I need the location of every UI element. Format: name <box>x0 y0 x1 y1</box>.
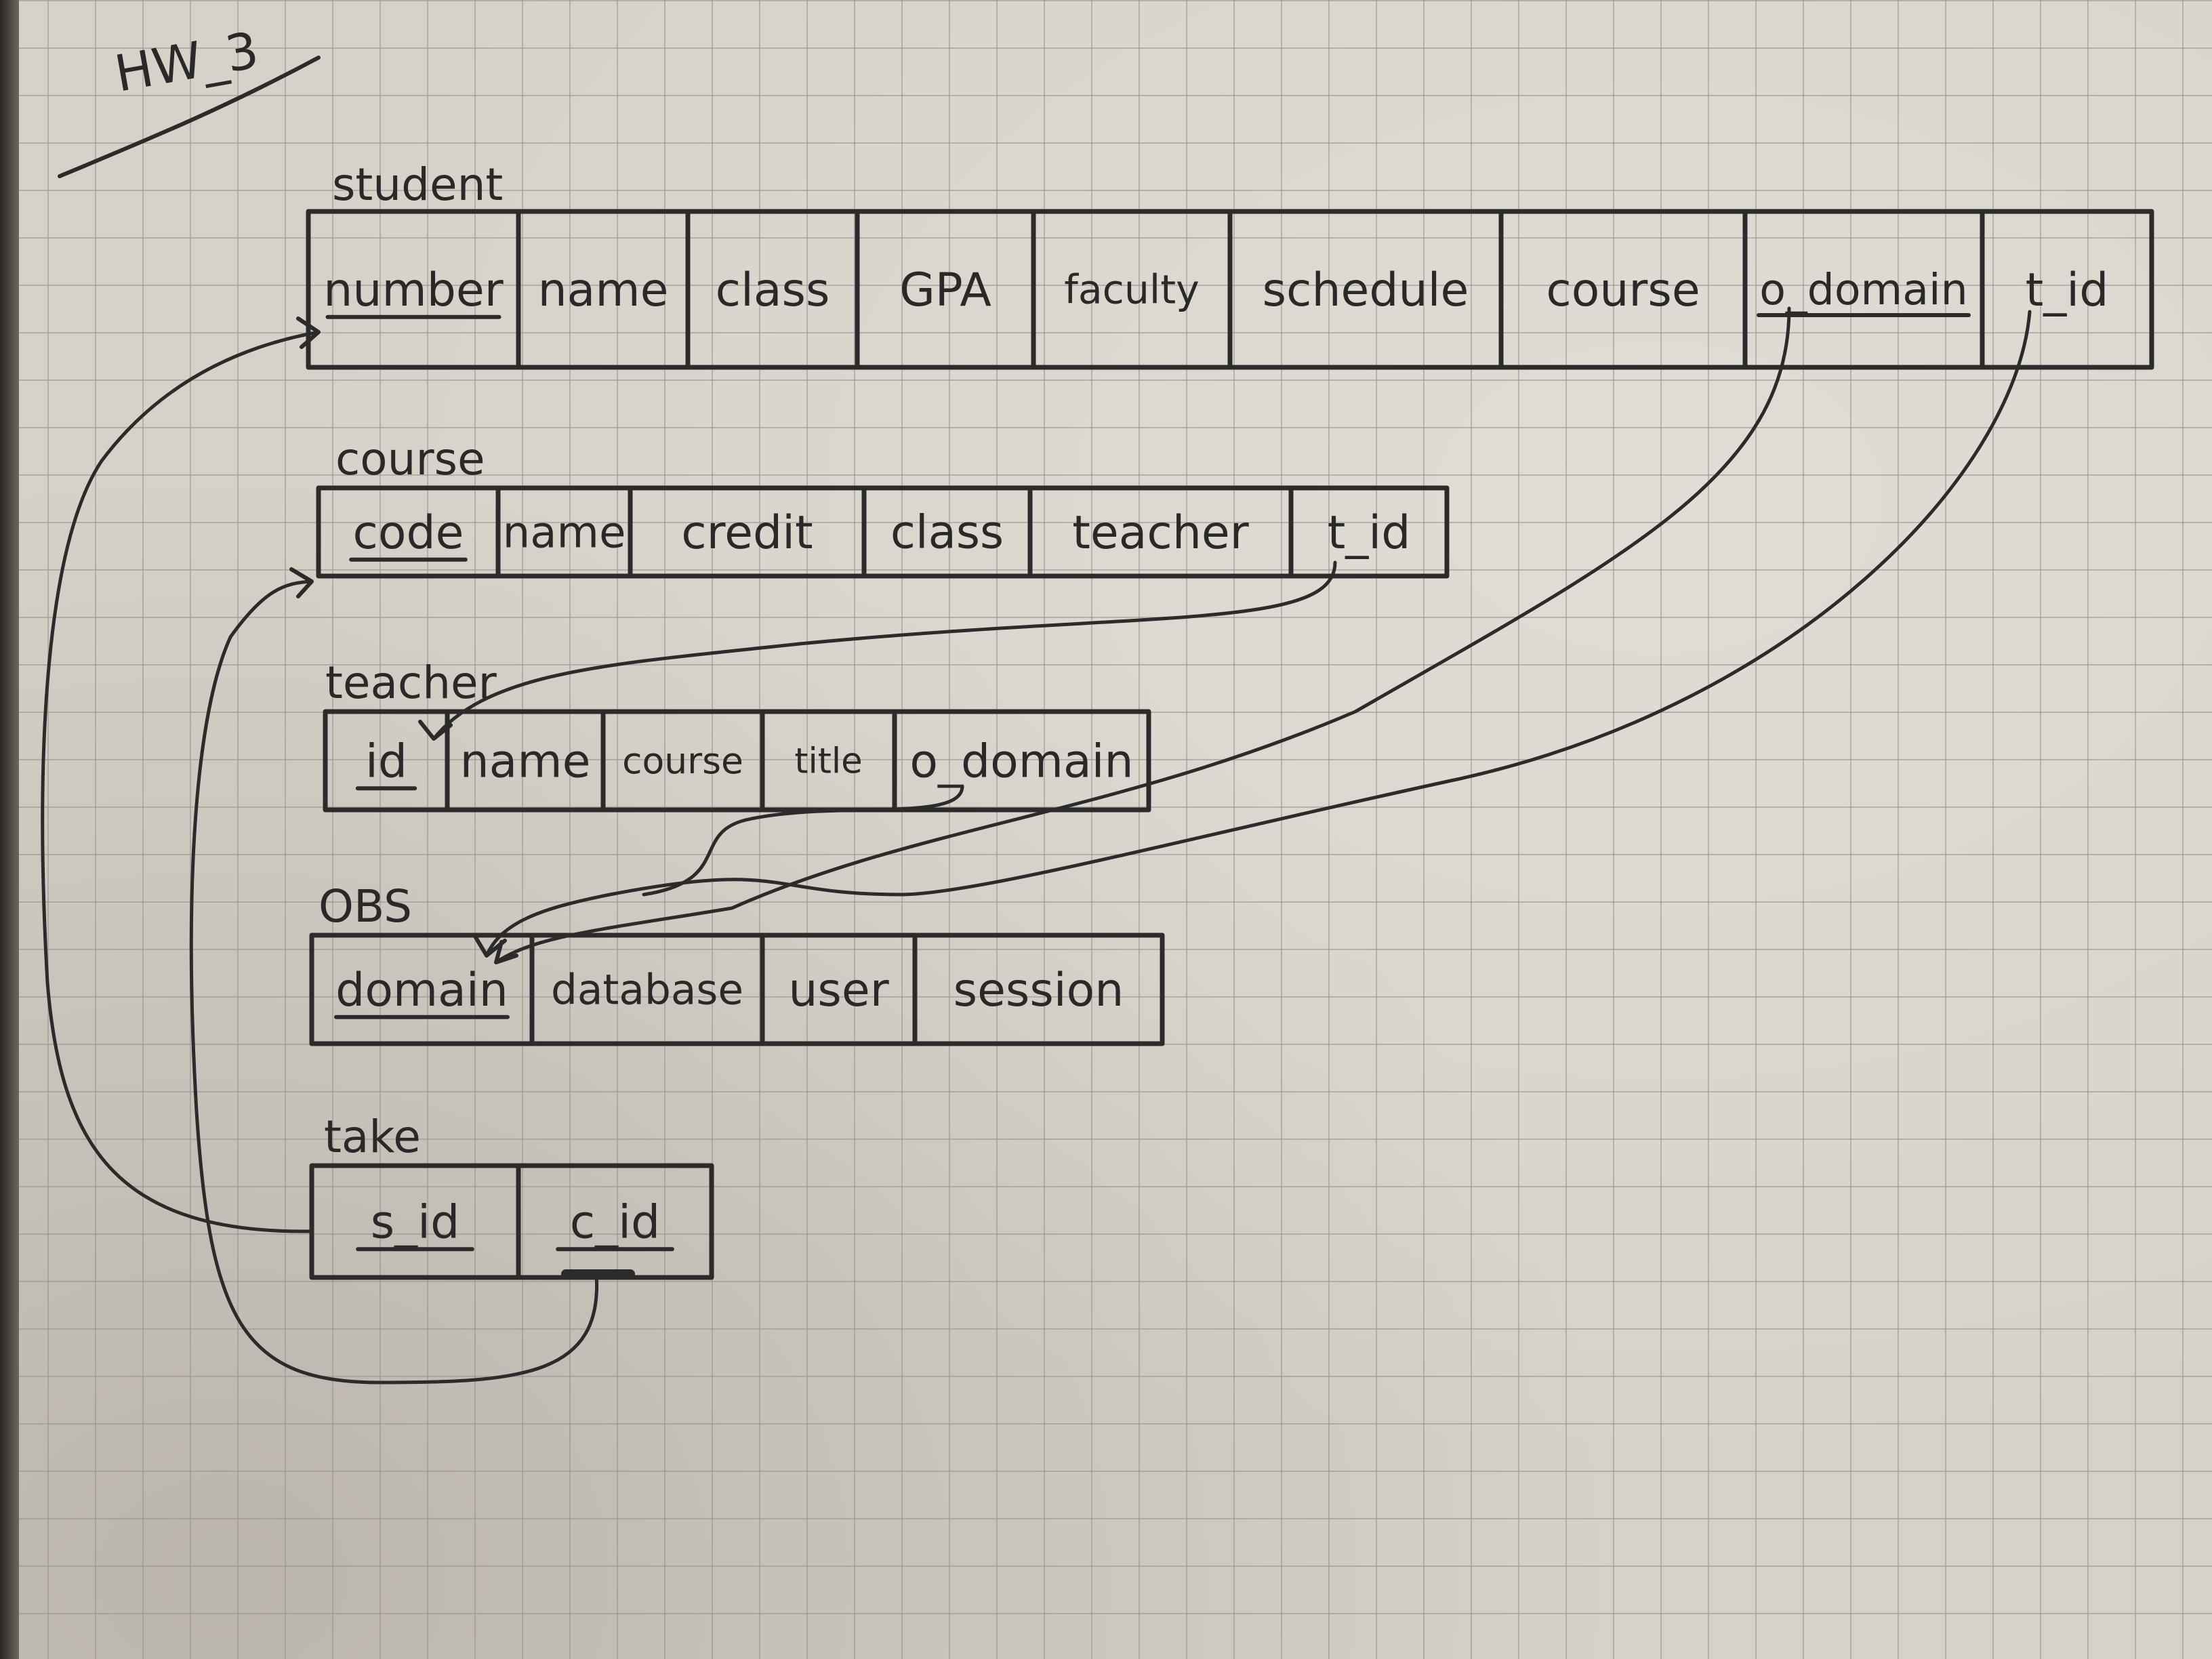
column-student-name: name <box>538 264 669 317</box>
column-course-credit: credit <box>681 506 813 560</box>
column-obs-user: user <box>788 964 888 1017</box>
cell-obs-session <box>912 933 1165 1046</box>
column-student-t_id: t_id <box>2026 264 2109 317</box>
column-course-class: class <box>890 506 1004 559</box>
column-course-t_id: t_id <box>1328 506 1411 560</box>
arrow-head <box>296 316 321 349</box>
column-teacher-course: course <box>622 739 743 782</box>
column-obs-domain: domain <box>335 964 508 1017</box>
column-teacher-name: name <box>460 735 591 788</box>
column-student-schedule: schedule <box>1263 264 1469 317</box>
table-name-obs: OBS <box>319 880 412 933</box>
arrow-head <box>494 940 518 964</box>
column-take-c_id: c_id <box>570 1195 660 1249</box>
table-obs: OBS domain database user session <box>309 880 1165 1046</box>
table-name-student: student <box>332 159 503 211</box>
column-course-teacher: teacher <box>1072 506 1248 560</box>
table-student: student number name class GPA faculty schedule… <box>306 159 2154 370</box>
relation-line <box>41 330 321 1233</box>
column-student-course: course <box>1546 264 1700 317</box>
table-name-take: take <box>324 1111 421 1163</box>
cell-student-t_id <box>1980 209 2154 370</box>
column-student-GPA: GPA <box>899 264 991 317</box>
relation-line <box>642 784 964 897</box>
column-student-class: class <box>716 264 830 317</box>
relation-line <box>432 560 1337 741</box>
relation-line <box>189 579 599 1385</box>
table-course: course code name credit class teacher t_id <box>316 433 1450 579</box>
table-name-course: course <box>335 433 485 485</box>
column-obs-database: database <box>551 966 743 1014</box>
cell-teacher-o_domain <box>892 709 1151 813</box>
relation-line <box>485 310 2032 958</box>
column-student-o_domain: o_domain <box>1759 264 1967 314</box>
column-teacher-title: title <box>794 741 862 781</box>
column-obs-session: session <box>954 964 1124 1017</box>
cell-course-t_id <box>1288 485 1450 579</box>
table-take: take s_id c_id <box>309 1111 714 1280</box>
arrow-head <box>418 720 453 741</box>
column-course-name: name <box>503 507 626 558</box>
column-course-code: code <box>353 506 464 560</box>
table-name-teacher: teacher <box>325 657 497 709</box>
column-teacher-id: id <box>365 735 407 788</box>
heading-underline <box>58 56 321 178</box>
column-student-number: number <box>323 264 503 317</box>
column-teacher-o_domain: o_domain <box>909 735 1133 788</box>
relation-line <box>494 306 1791 964</box>
page-heading: HW_3 <box>110 21 263 104</box>
column-take-s_id: s_id <box>371 1195 459 1249</box>
desk-edge <box>0 0 19 1659</box>
column-student-faculty: faculty <box>1064 266 1200 312</box>
arrow-head <box>289 567 314 598</box>
